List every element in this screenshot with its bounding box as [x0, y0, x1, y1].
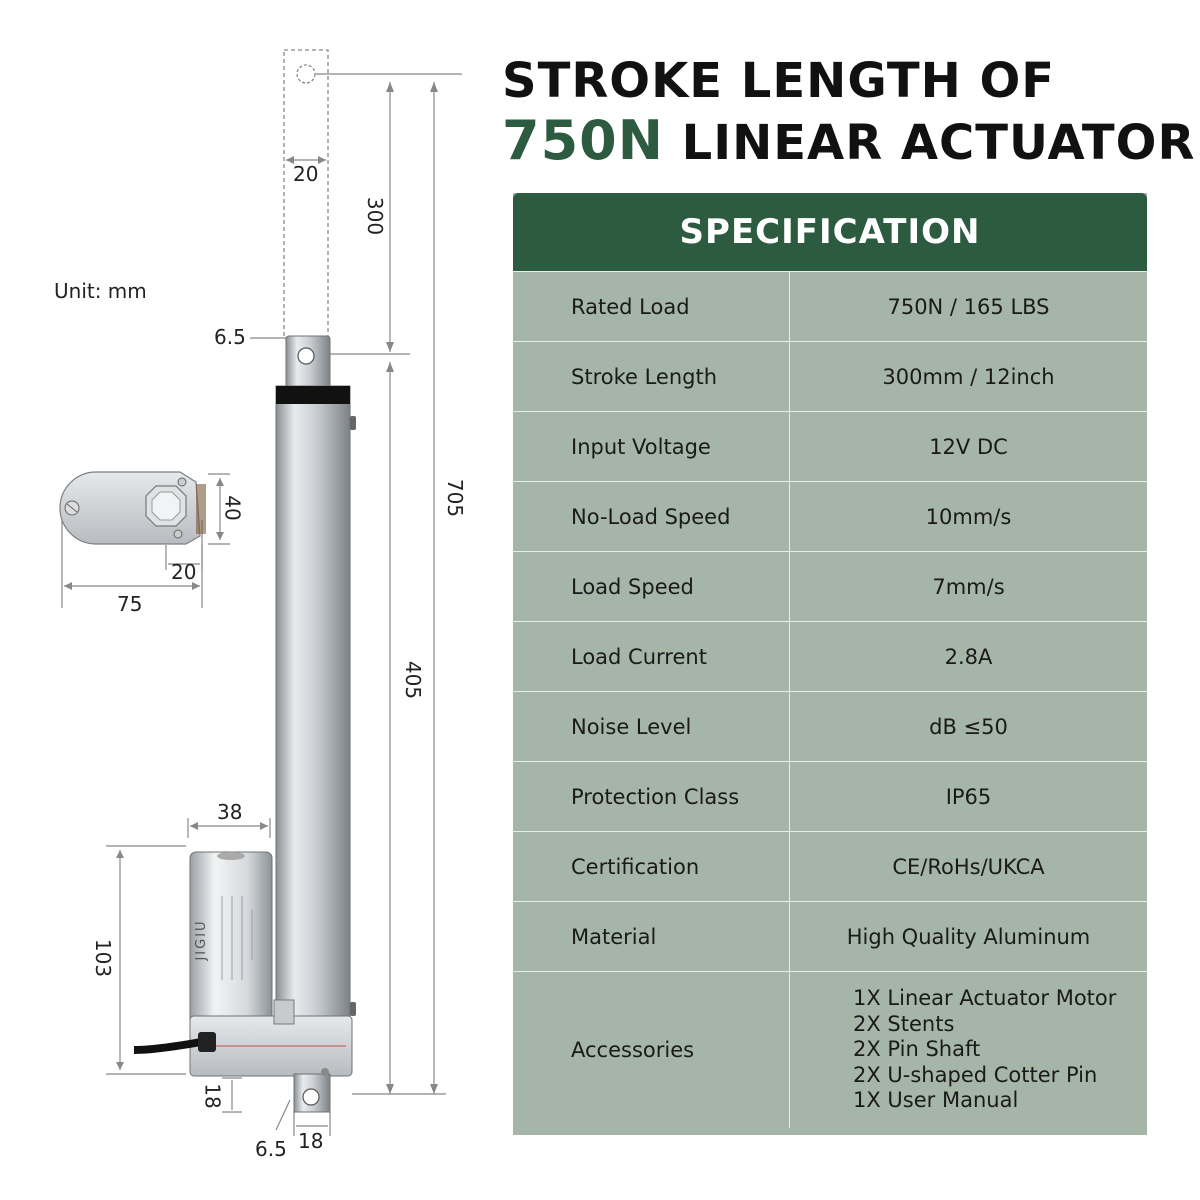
- spec-row-accessories: Accessories 1X Linear Actuator Motor 2X …: [513, 971, 1147, 1128]
- spec-value: High Quality Aluminum: [846, 924, 1091, 949]
- actuator-tube: [275, 385, 351, 1021]
- spec-value: 2.8A: [944, 644, 993, 669]
- spec-row: Certification CE/RoHs/UKCA: [513, 831, 1147, 901]
- accessory-item: 1X User Manual: [853, 1088, 1019, 1113]
- spec-row: Noise Level dB ≤50: [513, 691, 1147, 761]
- actuator-drawing: JIGIU: [59, 49, 462, 1136]
- dim-total-length: 705: [443, 478, 468, 518]
- spec-value: CE/RoHs/UKCA: [892, 854, 1045, 879]
- dim-retracted: 405: [401, 660, 426, 700]
- title-line-1: STROKE LENGTH OF: [502, 53, 1056, 109]
- accessory-item: 2X U-shaped Cotter Pin: [853, 1062, 1098, 1087]
- spec-row: Stroke Length 300mm / 12inch: [513, 341, 1147, 411]
- dim-bracket-hole: 20: [171, 560, 197, 584]
- extended-rod-outline: [283, 49, 329, 339]
- spec-row: Input Voltage 12V DC: [513, 411, 1147, 481]
- dim-base-width: 18: [298, 1129, 324, 1153]
- spec-value: dB ≤50: [929, 714, 1008, 739]
- spec-row: Protection Class IP65: [513, 761, 1147, 831]
- dim-rod-width: 20: [293, 162, 319, 186]
- dim-hole-top: 6.5: [214, 325, 246, 349]
- dim-motor-height: 103: [91, 938, 116, 978]
- spec-row: Material High Quality Aluminum: [513, 901, 1147, 971]
- page-title: STROKE LENGTH OF 750N LINEAR ACTUATOR: [502, 52, 1194, 174]
- accessory-item: 2X Pin Shaft: [853, 1037, 981, 1062]
- accessory-item: 1X Linear Actuator Motor: [853, 986, 1117, 1011]
- spec-key: Input Voltage: [513, 412, 790, 481]
- spec-row: Rated Load 750N / 165 LBS: [513, 271, 1147, 341]
- spec-row: No-Load Speed 10mm/s: [513, 481, 1147, 551]
- spec-key: Load Speed: [513, 552, 790, 621]
- dim-motor-width: 38: [217, 800, 243, 824]
- spec-value: IP65: [945, 784, 992, 809]
- title-accent: 750N: [502, 109, 664, 172]
- motor-brand: JIGIU: [194, 919, 209, 961]
- accessories-list: 1X Linear Actuator Motor 2X Stents 2X Pi…: [790, 972, 1147, 1128]
- spec-key: Load Current: [513, 622, 790, 691]
- spec-key: Certification: [513, 832, 790, 901]
- title-line-2: 750N LINEAR ACTUATOR: [502, 109, 1194, 174]
- spec-key: Noise Level: [513, 692, 790, 761]
- spec-table: SPECIFICATION Rated Load 750N / 165 LBS …: [513, 193, 1147, 1135]
- dim-bracket-height: 40: [220, 495, 245, 521]
- spec-key: Material: [513, 902, 790, 971]
- accessory-item: 2X Stents: [853, 1011, 955, 1036]
- spec-key: Protection Class: [513, 762, 790, 831]
- title-line-2-text: LINEAR ACTUATOR: [681, 115, 1196, 171]
- dim-bracket-width: 75: [117, 592, 143, 616]
- spec-value: 12V DC: [929, 434, 1008, 459]
- dim-base-height: 18: [200, 1083, 225, 1109]
- spec-value: 10mm/s: [925, 504, 1012, 529]
- spec-key: Rated Load: [513, 272, 790, 341]
- spec-key: No-Load Speed: [513, 482, 790, 551]
- spec-key: Accessories: [513, 972, 790, 1128]
- spec-row: Load Current 2.8A: [513, 621, 1147, 691]
- extended-rod-hole: [296, 64, 316, 84]
- rod-end-hole: [297, 347, 315, 365]
- dim-hole-bottom: 6.5: [255, 1137, 287, 1161]
- spec-row: Load Speed 7mm/s: [513, 551, 1147, 621]
- spec-value: 7mm/s: [932, 574, 1005, 599]
- tube-cap: [276, 386, 350, 404]
- unit-label: Unit: mm: [54, 279, 147, 303]
- dim-stroke: 300: [363, 196, 388, 236]
- spec-key: Stroke Length: [513, 342, 790, 411]
- spec-header: SPECIFICATION: [513, 193, 1147, 271]
- spec-value: 300mm / 12inch: [882, 364, 1055, 389]
- spec-value: 750N / 165 LBS: [887, 294, 1050, 319]
